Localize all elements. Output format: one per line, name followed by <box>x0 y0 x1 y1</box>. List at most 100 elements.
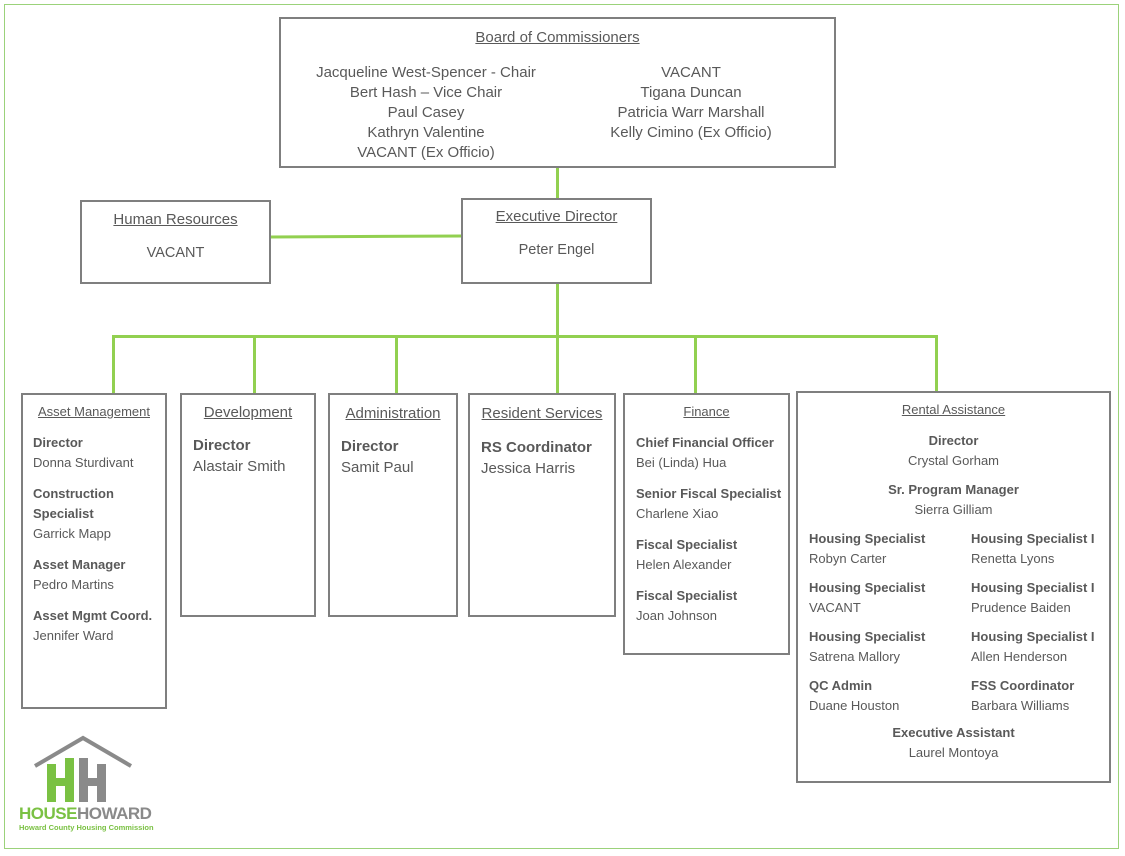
staff-role: Fiscal Specialist <box>636 588 738 603</box>
staff-name: Garrick Mapp <box>33 526 112 541</box>
staff-name: Donna Sturdivant <box>33 455 134 470</box>
staff-role: Director <box>33 435 83 450</box>
rental-director: Director Crystal Gorham <box>798 431 1109 471</box>
staff-role: FSS Coordinator <box>971 678 1075 693</box>
board-member: Jacqueline West-Spencer - Chair <box>316 64 536 81</box>
rental-assistance-box: Rental Assistance Director Crystal Gorha… <box>796 391 1111 783</box>
connector-finance <box>694 335 697 395</box>
staff-role: Housing Specialist <box>809 629 926 644</box>
board-title: Board of Commissioners <box>475 29 640 46</box>
staff-role: QC Admin <box>809 678 873 693</box>
staff-name: VACANT <box>809 599 861 615</box>
staff-role: Sr. Program Manager <box>888 482 1019 497</box>
staff-role: RS Coordinator <box>481 439 592 456</box>
staff-role: Asset Manager <box>33 557 126 572</box>
chart-frame <box>4 4 1119 849</box>
resident-services-staff: RS Coordinator Jessica Harris <box>481 437 592 479</box>
staff-name: Jennifer Ward <box>33 628 114 643</box>
staff-role: Director <box>928 433 979 448</box>
staff-role: Fiscal Specialist <box>636 537 738 552</box>
connector-development <box>253 335 256 395</box>
staff-role: Senior Fiscal Specialist <box>636 486 782 501</box>
rental-program-manager: Sr. Program Manager Sierra Gilliam <box>798 480 1109 520</box>
rental-executive-assistant: Executive Assistant Laurel Montoya <box>798 723 1109 763</box>
staff-name: Robyn Carter <box>809 550 887 566</box>
hr-title: Human Resources <box>113 211 238 228</box>
administration-box: Administration Director Samit Paul <box>328 393 458 617</box>
staff-role: Housing Specialist <box>809 531 926 546</box>
board-member: Kathryn Valentine <box>367 124 485 141</box>
staff-role: Director <box>341 438 399 455</box>
staff-role: Housing Specialist <box>809 580 926 595</box>
staff-name: Satrena Mallory <box>809 648 901 664</box>
staff-name: Prudence Baiden <box>971 599 1071 615</box>
resident-services-title: Resident Services <box>481 405 603 422</box>
staff-role: Housing Specialist I <box>971 531 1095 546</box>
development-box: Development Director Alastair Smith <box>180 393 316 617</box>
connector-horizontal-bus <box>113 335 938 338</box>
staff-name: Duane Houston <box>809 697 900 713</box>
staff-name: Renetta Lyons <box>971 550 1055 566</box>
board-member: Tigana Duncan <box>640 84 742 101</box>
house-howard-logo: HOUSEHOWARD Howard County Housing Commis… <box>17 734 154 834</box>
logo-brand-left: HOUSE <box>19 804 77 823</box>
executive-director-box: Executive Director Peter Engel <box>461 198 652 284</box>
staff-role: Construction <box>33 486 114 501</box>
rental-right-staff: Housing Specialist I Renetta Lyons Housi… <box>971 529 1095 715</box>
administration-title: Administration <box>345 405 441 422</box>
logo-brand: HOUSEHOWARD <box>19 804 152 824</box>
board-member: VACANT <box>661 64 721 81</box>
finance-title: Finance <box>683 404 730 419</box>
rental-title: Rental Assistance <box>901 402 1006 417</box>
connector-asset <box>112 335 115 395</box>
development-staff: Director Alastair Smith <box>193 435 286 477</box>
staff-name: Alastair Smith <box>193 458 286 475</box>
staff-role: Chief Financial Officer <box>636 435 774 450</box>
board-member: Bert Hash – Vice Chair <box>349 84 503 101</box>
board-box: Board of Commissioners Jacqueline West-S… <box>279 17 836 168</box>
staff-name: Pedro Martins <box>33 577 114 592</box>
staff-role: Director <box>193 437 251 454</box>
board-member: Paul Casey <box>387 104 465 121</box>
staff-name: Barbara Williams <box>971 697 1070 713</box>
asset-management-box: Asset Management Director Donna Sturdiva… <box>21 393 167 709</box>
staff-role-line2: Specialist <box>33 506 94 521</box>
staff-name: Jessica Harris <box>481 460 576 477</box>
staff-role: Executive Assistant <box>892 725 1015 740</box>
finance-box: Finance Chief Financial Officer Bei (Lin… <box>623 393 790 655</box>
connector-exec-down <box>556 282 559 395</box>
staff-name: Bei (Linda) Hua <box>636 455 727 470</box>
finance-staff: Chief Financial Officer Bei (Linda) Hua … <box>636 433 781 626</box>
connector-administration <box>395 335 398 395</box>
board-member: VACANT (Ex Officio) <box>357 144 495 161</box>
asset-staff: Director Donna Sturdivant Construction S… <box>33 433 152 646</box>
board-member: Kelly Cimino (Ex Officio) <box>610 124 772 141</box>
resident-services-box: Resident Services RS Coordinator Jessica… <box>468 393 616 617</box>
human-resources-box: Human Resources VACANT <box>80 200 271 284</box>
staff-name: Crystal Gorham <box>907 453 1000 468</box>
staff-role: Asset Mgmt Coord. <box>33 608 153 623</box>
logo-brand-right: HOWARD <box>76 804 152 823</box>
staff-name: Laurel Montoya <box>908 745 999 760</box>
board-left-members: Jacqueline West-Spencer - Chair Bert Has… <box>281 63 571 163</box>
staff-name: Charlene Xiao <box>636 506 719 521</box>
development-title: Development <box>203 404 293 421</box>
administration-staff: Director Samit Paul <box>341 436 414 478</box>
rental-left-staff: Housing Specialist Robyn Carter Housing … <box>809 529 925 715</box>
connector-rental <box>935 335 938 393</box>
staff-role: Housing Specialist I <box>971 629 1095 644</box>
board-right-members: VACANT Tigana Duncan Patricia Warr Marsh… <box>591 63 791 143</box>
staff-name: Allen Henderson <box>971 648 1068 664</box>
staff-name: Samit Paul <box>341 459 414 476</box>
asset-title: Asset Management <box>37 404 150 419</box>
board-member: Patricia Warr Marshall <box>617 104 765 121</box>
exec-title: Executive Director <box>495 208 618 225</box>
connector-board-exec <box>556 166 559 199</box>
hr-person: VACANT <box>146 245 205 261</box>
exec-person: Peter Engel <box>518 242 595 258</box>
house-logo-icon <box>33 735 133 802</box>
staff-role: Housing Specialist I <box>971 580 1095 595</box>
staff-name: Helen Alexander <box>636 557 732 572</box>
logo-tagline: Howard County Housing Commission <box>19 823 154 832</box>
staff-name: Joan Johnson <box>636 608 717 623</box>
